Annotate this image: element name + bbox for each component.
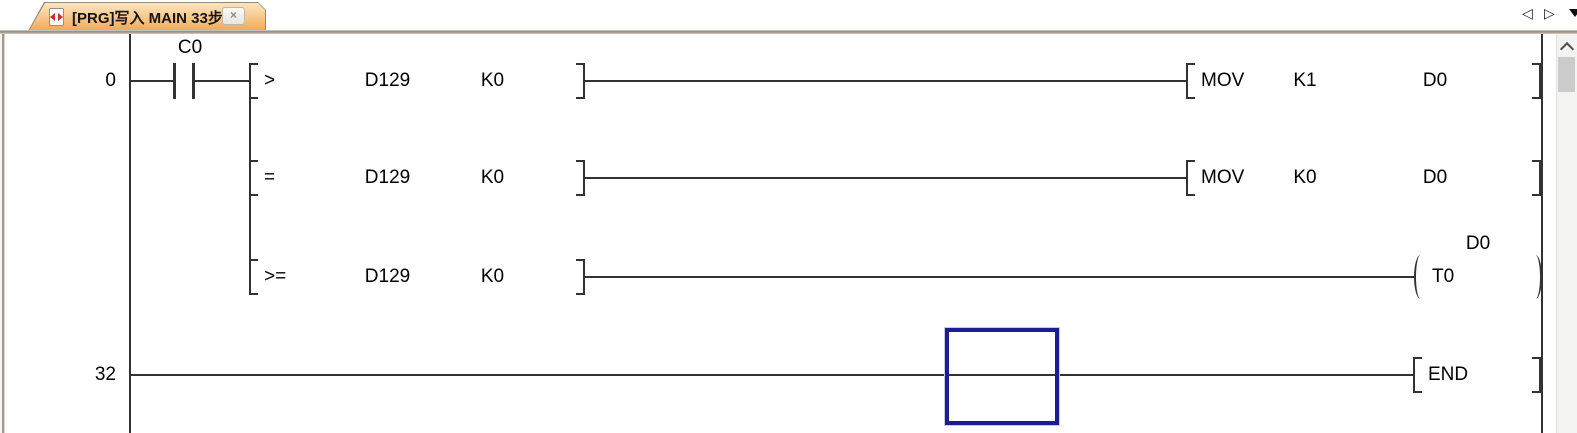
- tab-strip-border: [0, 30, 1577, 34]
- compare-operand2: K0: [480, 266, 505, 287]
- red-left-arrow-icon: [50, 13, 55, 21]
- compare-operand1: D129: [364, 266, 411, 287]
- ladder-program-icon: [49, 8, 64, 26]
- bracket-open: [1186, 160, 1195, 196]
- step-number: 0: [105, 70, 116, 91]
- bracket-close: [576, 259, 585, 295]
- timer-coil[interactable]: D0 T0: [1414, 233, 1542, 299]
- scrollbar-thumb[interactable]: [1558, 57, 1575, 92]
- window-left-border: [0, 34, 6, 433]
- tab-scroll-right-button[interactable]: ▷: [1544, 5, 1555, 21]
- compare-operand1: D129: [364, 167, 411, 188]
- bracket-open: [1186, 63, 1195, 99]
- compare-operand2: K0: [480, 70, 505, 91]
- compare-ge-block[interactable]: >= D129 K0: [249, 259, 585, 295]
- bracket-close: [1532, 160, 1541, 196]
- mov-instruction-2[interactable]: MOV K0 D0: [1186, 160, 1541, 196]
- step-number: 32: [94, 364, 116, 385]
- coil-paren-open: [1414, 255, 1427, 299]
- bracket-open: [249, 259, 258, 295]
- coil-paren-close: [1529, 255, 1542, 299]
- contact-bar-left: [173, 63, 176, 99]
- vertical-scrollbar[interactable]: [1556, 34, 1577, 433]
- wire-segment: [585, 177, 1186, 179]
- right-power-rail: [1541, 34, 1543, 433]
- compare-eq-block[interactable]: = D129 K0: [249, 160, 585, 196]
- compare-gt-block[interactable]: > D129 K0: [249, 63, 585, 99]
- instruction-arg2: D0: [1422, 167, 1448, 188]
- red-right-arrow-icon: [58, 13, 63, 21]
- wire-segment: [195, 80, 250, 82]
- tab-title: [PRG]写入 MAIN 33步: [72, 10, 223, 27]
- tab-close-button[interactable]: ×: [222, 7, 245, 25]
- wire-segment: [131, 80, 173, 82]
- bracket-close: [1532, 357, 1541, 393]
- bracket-open: [1413, 357, 1422, 393]
- compare-operand2: K0: [480, 167, 505, 188]
- instruction-mnemonic: END: [1428, 364, 1469, 385]
- compare-operator: >=: [264, 266, 287, 287]
- instruction-arg1: K1: [1293, 70, 1317, 91]
- program-tab[interactable]: [PRG]写入 MAIN 33步 ×: [28, 2, 266, 31]
- mov-instruction-1[interactable]: MOV K1 D0: [1186, 63, 1541, 99]
- bracket-open: [249, 63, 258, 99]
- bracket-close: [576, 160, 585, 196]
- compare-operand1: D129: [364, 70, 411, 91]
- compare-operator: =: [264, 167, 276, 188]
- compare-operator: >: [264, 70, 276, 91]
- bracket-open: [249, 160, 258, 196]
- wire-segment: [585, 276, 1414, 278]
- tab-scroll-left-button[interactable]: ◁: [1522, 5, 1533, 21]
- tab-list-icon[interactable]: [1569, 9, 1577, 17]
- instruction-mnemonic: MOV: [1201, 70, 1245, 91]
- instruction-arg2: D0: [1422, 70, 1448, 91]
- wire-segment: [585, 80, 1186, 82]
- left-power-rail: [129, 34, 131, 433]
- bracket-close: [1532, 63, 1541, 99]
- wire-segment: [131, 374, 1413, 376]
- coil-device: T0: [1432, 266, 1455, 287]
- coil-setpoint-label: D0: [1465, 233, 1491, 254]
- contact-label: C0: [177, 37, 203, 58]
- instruction-arg1: K0: [1293, 167, 1317, 188]
- bracket-close: [576, 63, 585, 99]
- instruction-mnemonic: MOV: [1201, 167, 1245, 188]
- contact-c0[interactable]: C0: [150, 37, 260, 99]
- selection-cursor[interactable]: [945, 328, 1059, 425]
- end-instruction[interactable]: END: [1413, 357, 1541, 393]
- contact-bar-right: [192, 63, 195, 99]
